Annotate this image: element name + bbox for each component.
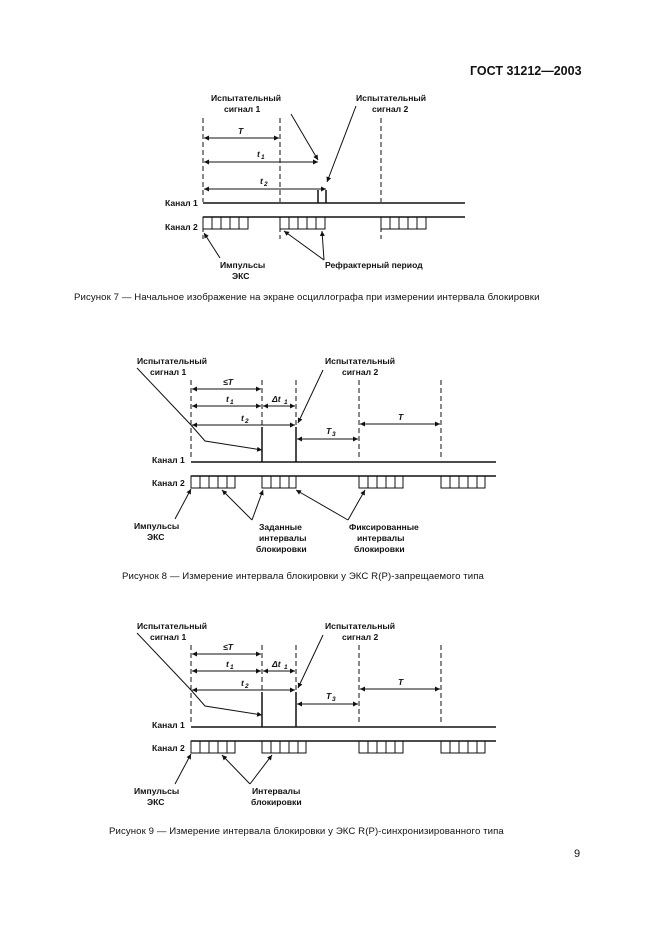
svg-text:Δt: Δt	[271, 394, 282, 404]
svg-text:1: 1	[261, 154, 265, 161]
svg-text:блокировки: блокировки	[256, 544, 307, 554]
fig7-test-signal-1-label-a: Испытательный	[211, 93, 281, 103]
svg-text:Фиксированные: Фиксированные	[349, 522, 419, 532]
svg-text:Испытательный: Испытательный	[137, 356, 207, 366]
svg-text:блокировки: блокировки	[251, 797, 302, 807]
fig7-test-signal-2-label-b: сигнал 2	[372, 104, 408, 114]
fig7-pulse-train-1	[202, 216, 249, 230]
svg-text:сигнал 2: сигнал 2	[342, 632, 378, 642]
svg-text:Импульсы: Импульсы	[134, 521, 179, 531]
svg-text:T: T	[326, 426, 332, 436]
svg-text:сигнал 1: сигнал 1	[150, 367, 186, 377]
svg-text:блокировки: блокировки	[354, 544, 405, 554]
svg-text:T: T	[398, 677, 404, 687]
svg-text:3: 3	[332, 696, 336, 703]
svg-text:1: 1	[284, 399, 288, 406]
svg-text:T: T	[326, 691, 332, 701]
svg-text:t: t	[226, 659, 230, 669]
fig7-test-signal-1-label-b: сигнал 1	[224, 104, 260, 114]
figure-7-caption: Рисунок 7 — Начальное изображение на экр…	[74, 292, 540, 303]
svg-text:t: t	[257, 149, 261, 159]
svg-text:t: t	[226, 394, 230, 404]
svg-text:1: 1	[230, 664, 234, 671]
figure-8: Испытательный сигнал 1 Испытательный сиг…	[134, 356, 496, 554]
svg-text:Канал 2: Канал 2	[152, 743, 185, 753]
svg-text:сигнал 1: сигнал 1	[150, 632, 186, 642]
svg-text:2: 2	[244, 418, 249, 425]
fig7-pulse-train-3	[380, 216, 427, 230]
svg-text:Испытательный: Испытательный	[325, 621, 395, 631]
svg-text:ЭКС: ЭКС	[147, 797, 164, 807]
svg-text:2: 2	[263, 181, 268, 188]
svg-text:Δt: Δt	[271, 659, 282, 669]
svg-text:1: 1	[284, 664, 288, 671]
svg-text:t: t	[241, 413, 245, 423]
figure-9: Испытательный сигнал 1 Испытательный сиг…	[134, 621, 496, 807]
svg-text:Интервалы: Интервалы	[252, 786, 300, 796]
svg-text:≤T: ≤T	[223, 377, 234, 387]
document-header: ГОСТ 31212—2003	[470, 64, 582, 78]
svg-text:сигнал 2: сигнал 2	[342, 367, 378, 377]
fig7-pulses-label-a: Импульсы	[220, 260, 265, 270]
svg-text:2: 2	[244, 683, 249, 690]
figure-9-caption: Рисунок 9 — Измерение интервала блокиров…	[109, 826, 504, 837]
fig7-test-signal-2-label-a: Испытательный	[356, 93, 426, 103]
svg-text:Канал 2: Канал 2	[152, 478, 185, 488]
svg-text:Импульсы: Импульсы	[134, 786, 179, 796]
fig7-T-label: T	[238, 126, 244, 136]
svg-text:T: T	[398, 412, 404, 422]
fig7-refractory-label: Рефрактерный период	[325, 260, 423, 270]
figure-8-caption: Рисунок 8 — Измерение интервала блокиров…	[122, 571, 484, 582]
svg-text:t: t	[260, 176, 264, 186]
svg-text:t: t	[241, 678, 245, 688]
svg-text:3: 3	[332, 431, 336, 438]
svg-text:интервалы: интервалы	[357, 533, 404, 543]
svg-text:1: 1	[230, 399, 234, 406]
svg-text:Канал 1: Канал 1	[152, 455, 185, 465]
svg-text:≤T: ≤T	[223, 642, 234, 652]
fig7-pulse-train-2	[279, 216, 326, 230]
svg-text:Испытательный: Испытательный	[137, 621, 207, 631]
svg-text:интервалы: интервалы	[259, 533, 306, 543]
fig7-channel-1-label: Канал 1	[165, 198, 198, 208]
fig7-pulses-label-b: ЭКС	[232, 271, 249, 281]
svg-text:Канал 1: Канал 1	[152, 720, 185, 730]
fig7-channel-2-label: Канал 2	[165, 222, 198, 232]
page-number: 9	[574, 848, 581, 860]
svg-text:ЭКС: ЭКС	[147, 532, 164, 542]
figure-7: Испытательный сигнал 1 Испытательный сиг…	[165, 93, 465, 281]
svg-text:Заданные: Заданные	[259, 522, 302, 532]
svg-text:Испытательный: Испытательный	[325, 356, 395, 366]
